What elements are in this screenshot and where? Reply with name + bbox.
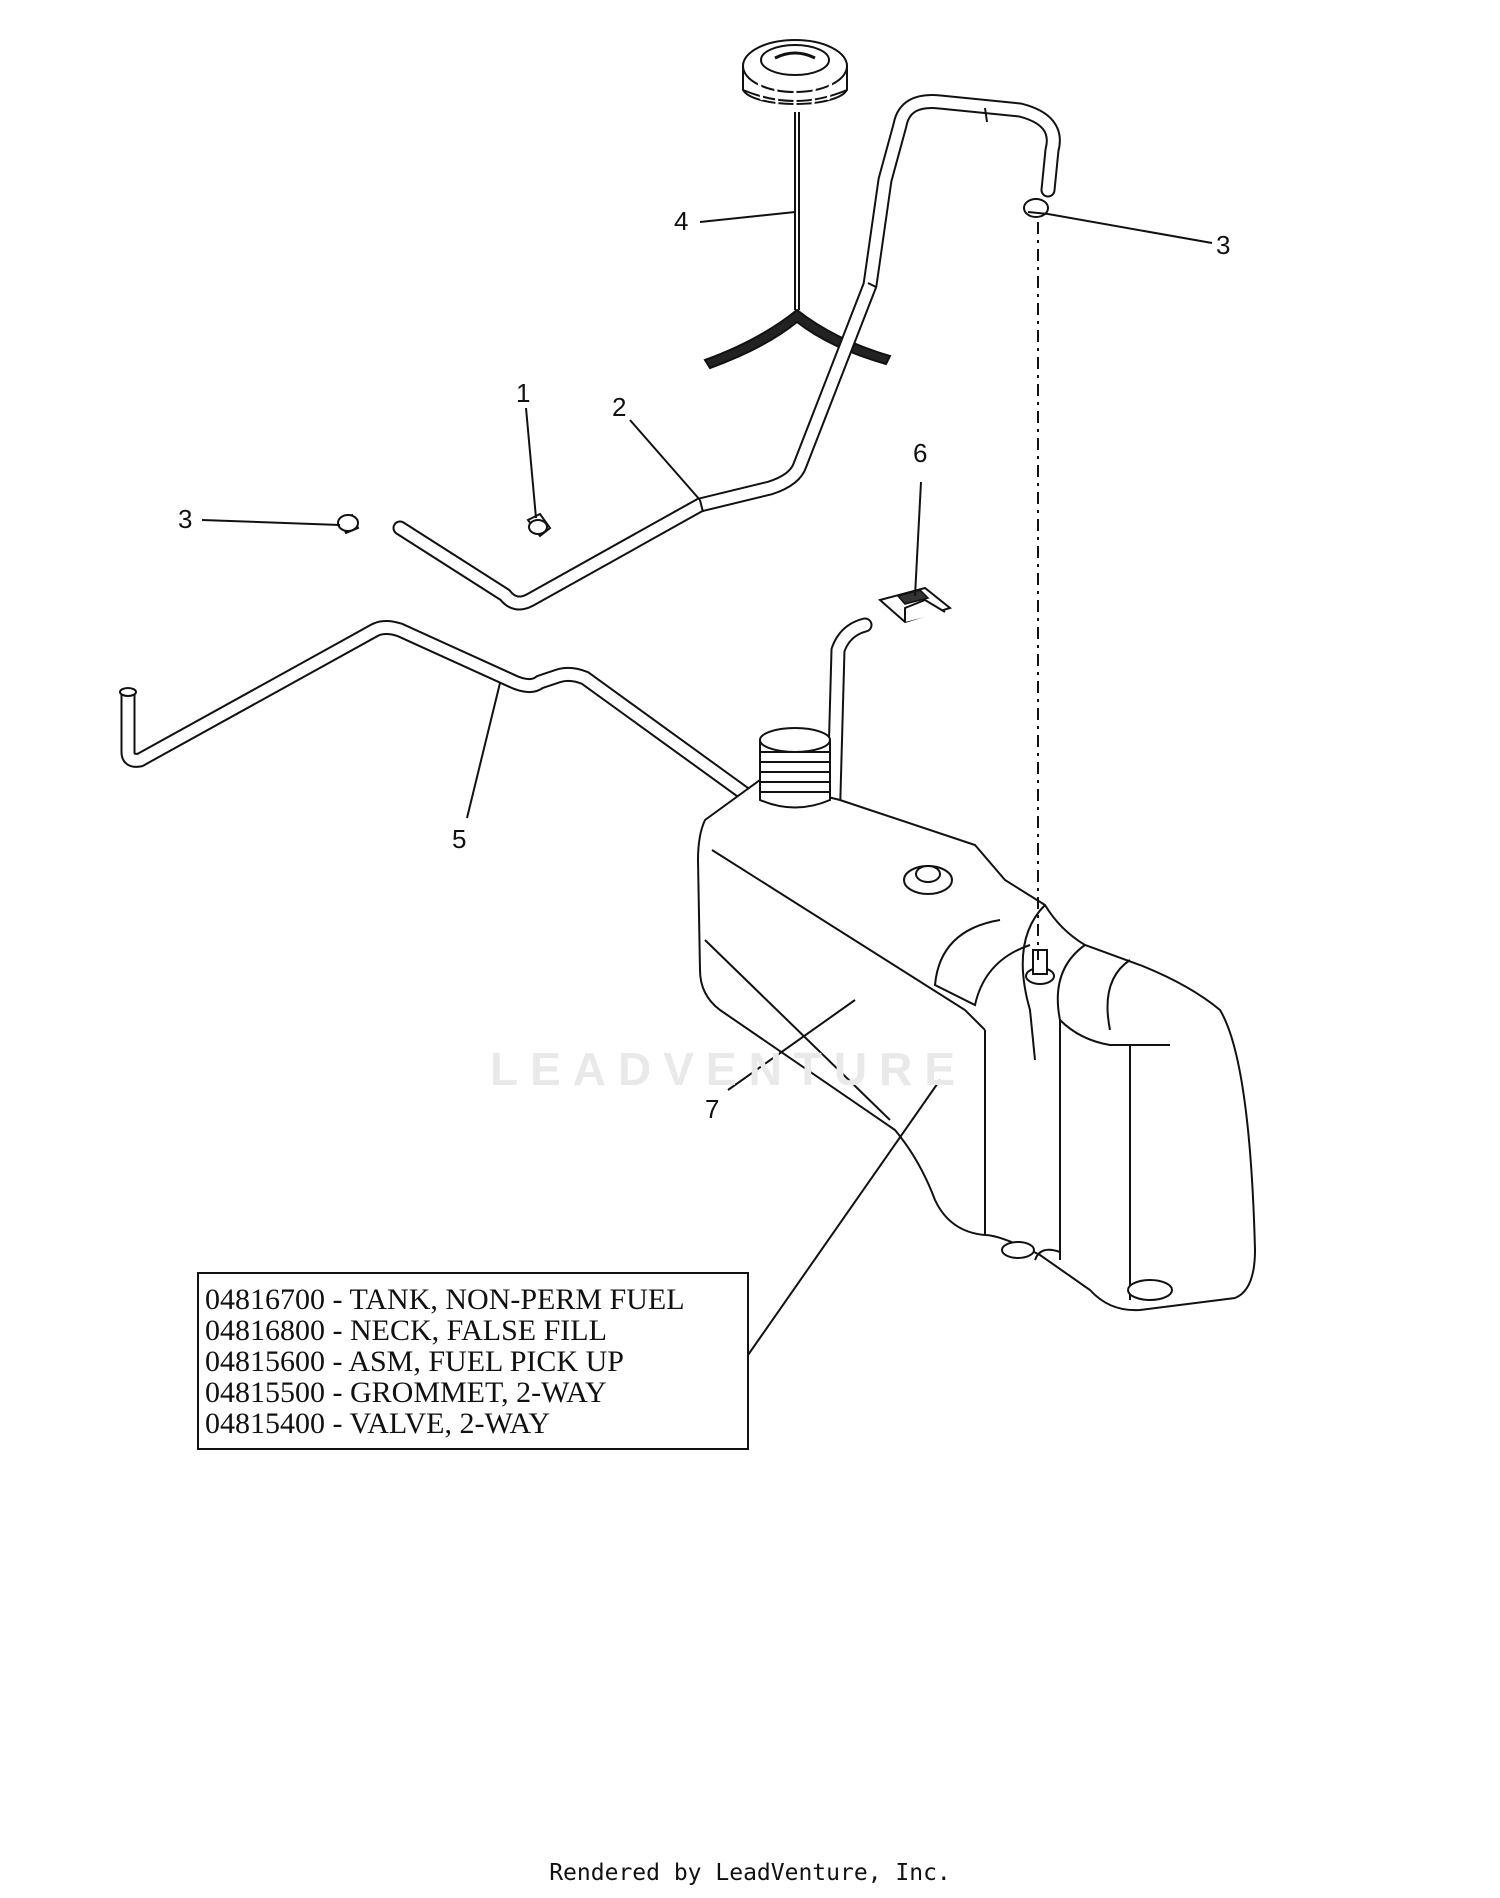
fuel-tank bbox=[696, 727, 1257, 1312]
legend-line: 04815400 - VALVE, 2-WAY bbox=[205, 1407, 551, 1440]
callout-4: 4 bbox=[674, 206, 688, 236]
callout-3-left: 3 bbox=[178, 504, 192, 534]
legend-line: 04815600 - ASM, FUEL PICK UP bbox=[205, 1345, 624, 1378]
valve bbox=[877, 586, 953, 624]
hose-lower bbox=[119, 620, 803, 838]
clamp-left bbox=[337, 513, 360, 535]
callout-3-top-right: 3 bbox=[1216, 230, 1230, 260]
hose-clip bbox=[526, 512, 552, 538]
clamp-upper-right bbox=[1023, 198, 1049, 218]
callout-1: 1 bbox=[516, 378, 530, 408]
callout-2: 2 bbox=[612, 392, 626, 422]
fuel-cap bbox=[742, 39, 848, 106]
callout-6: 6 bbox=[913, 438, 927, 468]
watermark: LEADVENTURE bbox=[490, 1043, 968, 1095]
hose-upper bbox=[392, 93, 1061, 611]
legend-line: 04816800 - NECK, FALSE FILL bbox=[205, 1314, 607, 1347]
callout-7: 7 bbox=[705, 1094, 719, 1124]
legend-line: 04816700 - TANK, NON-PERM FUEL bbox=[205, 1283, 685, 1316]
vent-strip bbox=[703, 112, 892, 370]
leader-lines bbox=[201, 211, 1213, 1356]
footer-credit: Rendered by LeadVenture, Inc. bbox=[549, 1860, 951, 1886]
parts-legend: 04816700 - TANK, NON-PERM FUEL 04816800 … bbox=[197, 1272, 749, 1450]
legend-line: 04815500 - GROMMET, 2-WAY bbox=[205, 1376, 607, 1409]
callout-5: 5 bbox=[452, 824, 466, 854]
